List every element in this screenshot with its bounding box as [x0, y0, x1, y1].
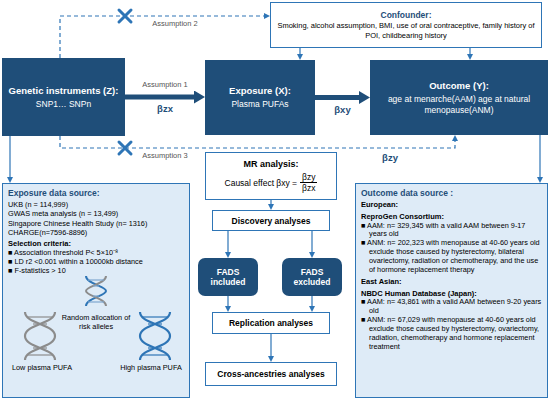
variable-box: Exposure (X): Plasma PUFAs: [205, 60, 315, 135]
box-heading: Discovery analyses: [232, 216, 311, 226]
flow-arrow: [270, 334, 271, 356]
box-text: ■ AAM: n= 43,861 with a valid AAM betwee…: [361, 298, 542, 316]
violation-cross: [119, 10, 131, 22]
data-source-box: Outcome data source : European: ReproGen C…: [355, 183, 548, 398]
analysis-step-box: Discovery analyses: [212, 210, 330, 231]
box-heading: Exposure (X):: [229, 85, 291, 96]
edge-label: Assumption 3: [142, 151, 187, 160]
box-text: UKB (n = 114,999): [8, 200, 184, 209]
analysis-branch-box: FADS excluded: [282, 258, 342, 296]
box-text: High plasma PUFA: [111, 364, 191, 373]
edge-label: βzx: [157, 103, 173, 114]
box-text: Selection criteria:: [8, 239, 184, 249]
annotation-label: βzy: [382, 152, 398, 163]
analysis-branch-box: FADS included: [198, 258, 258, 296]
causal-arrow: [315, 95, 359, 100]
box-text: Low plasma PUFA: [3, 364, 81, 373]
box-text: βzy: [300, 172, 317, 183]
flow-arrow: [270, 200, 271, 204]
box-text: Singapore Chinese Health Study (n= 1316): [8, 219, 184, 228]
box-text: East Asian:: [361, 277, 542, 287]
analysis-step-box: Cross-ancestries analyses: [205, 362, 337, 386]
data-source-box: Exposure data source: UKB (n = 114,999)GW…: [2, 183, 190, 398]
box-text: βzx: [300, 183, 317, 193]
box-heading: Confounder:: [277, 10, 535, 20]
flow-arrow: [311, 231, 312, 252]
assumption-arrow: [60, 16, 264, 58]
fraction: βzyβzx: [300, 172, 317, 193]
flow-arrow: [539, 135, 540, 177]
box-text: SNP1… SNPn: [36, 99, 91, 110]
box-text: Random allocation of risk alleles: [56, 314, 136, 332]
box-heading: Exposure data source:: [8, 188, 184, 198]
box-text: Smoking, alcohol assumption, BMI, use of…: [277, 21, 535, 40]
box-text: Plasma PUFAs: [231, 99, 288, 110]
box-text: ■ Association threshold P< 5×10⁻⁸: [8, 249, 184, 258]
annotation-label: Assumption 1: [142, 80, 187, 89]
box-text: European:: [361, 200, 542, 210]
box-heading: Outcome (Y):: [429, 80, 489, 91]
box-text: ■ F-statistics > 10: [8, 267, 184, 276]
box-text: Causal effect βxy =: [225, 178, 298, 188]
box-heading: FADS excluded: [284, 267, 340, 287]
flow-arrow: [299, 48, 300, 54]
box-text: ■ AAM: n= 329,345 with a valid AAM betwe…: [361, 222, 542, 240]
variable-box: Genetic instruments (Z): SNP1… SNPn: [2, 58, 125, 136]
box-heading: FADS included: [200, 267, 256, 287]
flow-arrow: [469, 48, 470, 54]
flow-arrow: [227, 231, 228, 252]
box-text: age at menarche(AAM) age at natural meno…: [374, 94, 544, 115]
assumption-arrow: [60, 136, 455, 148]
flow-arrow: [9, 136, 10, 177]
variable-box: Outcome (Y): age at menarche(AAM) age at …: [370, 60, 548, 135]
confounder-box: Confounder:Smoking, alcohol assumption, …: [270, 2, 542, 48]
box-heading: Genetic instruments (Z):: [9, 85, 119, 96]
box-text: CHARGE(n=7596-8896): [8, 228, 184, 237]
box-text: ■ LD r2 <0.001 within a 10000kb distance: [8, 258, 184, 267]
box-text: GWAS meta analysis (n = 13,499): [8, 209, 184, 218]
box-heading: Outcome data source :: [361, 188, 542, 198]
box-text: ■ ANM: n= 67,029 with menopause at 40-60…: [361, 316, 542, 352]
formula-box: MR analysis: Causal effect βxy =βzyβzx: [205, 152, 337, 200]
box-heading: Cross-ancestries analyses: [217, 369, 324, 379]
box-text: ReproGen Consortium:: [361, 212, 542, 222]
box-text: ■ ANM: n= 202,323 with menopause at 40-6…: [361, 239, 542, 275]
box-text: NBDC Human Database (Japan):: [361, 289, 542, 299]
violation-cross: [119, 142, 131, 154]
analysis-step-box: Replication analyses: [212, 312, 330, 334]
flow-arrow: [311, 296, 312, 306]
edge-label: βxy: [334, 104, 350, 115]
box-heading: MR analysis:: [243, 159, 298, 169]
flow-arrow: [227, 296, 228, 306]
causal-arrow: [125, 95, 194, 100]
formula-row: Causal effect βxy =βzyβzx: [225, 172, 318, 193]
edge-label: Assumption 2: [152, 19, 197, 28]
box-heading: Replication analyses: [229, 318, 313, 328]
